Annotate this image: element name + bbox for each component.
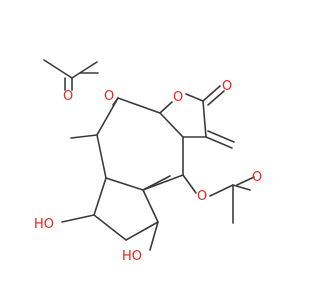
bond <box>236 176 255 186</box>
bond <box>202 100 207 138</box>
bond <box>159 101 173 114</box>
bond <box>70 134 98 139</box>
bond <box>142 174 184 191</box>
molecule-diagram: O O O O O O HO HO <box>34 59 262 264</box>
atom-label-o: O <box>222 79 232 94</box>
bond <box>207 90 225 106</box>
chemical-structure-figure: O O O O O O HO HO <box>34 59 262 264</box>
bond <box>93 214 127 241</box>
bond <box>207 130 235 143</box>
bond <box>117 97 161 114</box>
bond <box>105 177 144 191</box>
bond <box>93 177 107 216</box>
bond <box>142 189 159 223</box>
atom-label-o: O <box>173 90 183 105</box>
bond <box>61 214 95 223</box>
bond <box>96 134 107 179</box>
bond-layer <box>43 59 255 251</box>
bond <box>182 174 197 194</box>
atom-label-hydroxyl: HO <box>34 217 54 232</box>
bond <box>149 221 159 251</box>
atom-label-o: O <box>63 89 73 104</box>
bond <box>159 112 184 138</box>
atom-label-layer: O O O O O O HO HO <box>34 79 262 264</box>
bond <box>202 85 221 102</box>
bond <box>71 61 98 79</box>
atom-label-o: O <box>197 189 207 204</box>
bond <box>96 97 119 136</box>
bond <box>125 221 159 241</box>
bond <box>232 184 251 191</box>
bond <box>205 136 233 149</box>
bond <box>209 184 234 197</box>
atom-label-o: O <box>252 170 262 185</box>
bond <box>142 175 171 191</box>
bond <box>185 93 204 102</box>
atom-label-hydroxyl: HO <box>122 249 142 264</box>
atom-label-o: O <box>104 89 114 104</box>
bond <box>43 59 73 79</box>
